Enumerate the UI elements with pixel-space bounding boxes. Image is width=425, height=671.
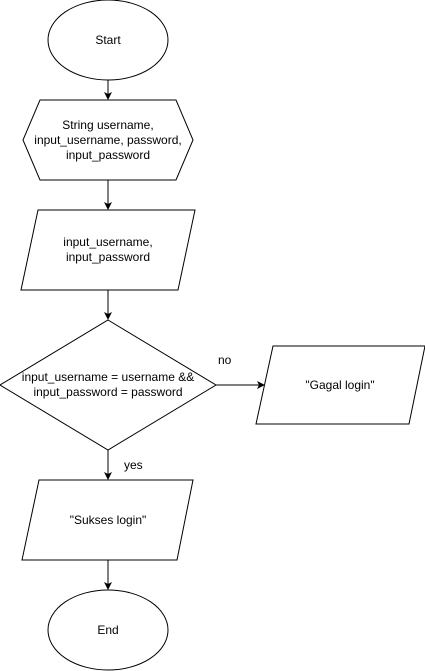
fail-node-shape <box>255 345 425 425</box>
success-node-label: "Sukses login" <box>69 512 147 527</box>
start-node-label: Start <box>95 32 121 47</box>
fail-node-label: "Gagal login" <box>305 377 375 392</box>
input-node-label: input_username, input_password <box>63 235 153 264</box>
end-node-label: End <box>97 622 119 637</box>
input-node-shape <box>20 209 196 291</box>
declare-node-shape <box>22 99 194 181</box>
declare-node-label: String username, input_username, passwor… <box>34 117 182 162</box>
end-node-shape <box>47 589 169 671</box>
decision-node-label: input_username = username && input_passw… <box>21 370 195 399</box>
success-node-shape <box>21 479 194 561</box>
edge-label-yes: yes <box>124 457 143 472</box>
edge-label-no: no <box>218 352 232 367</box>
